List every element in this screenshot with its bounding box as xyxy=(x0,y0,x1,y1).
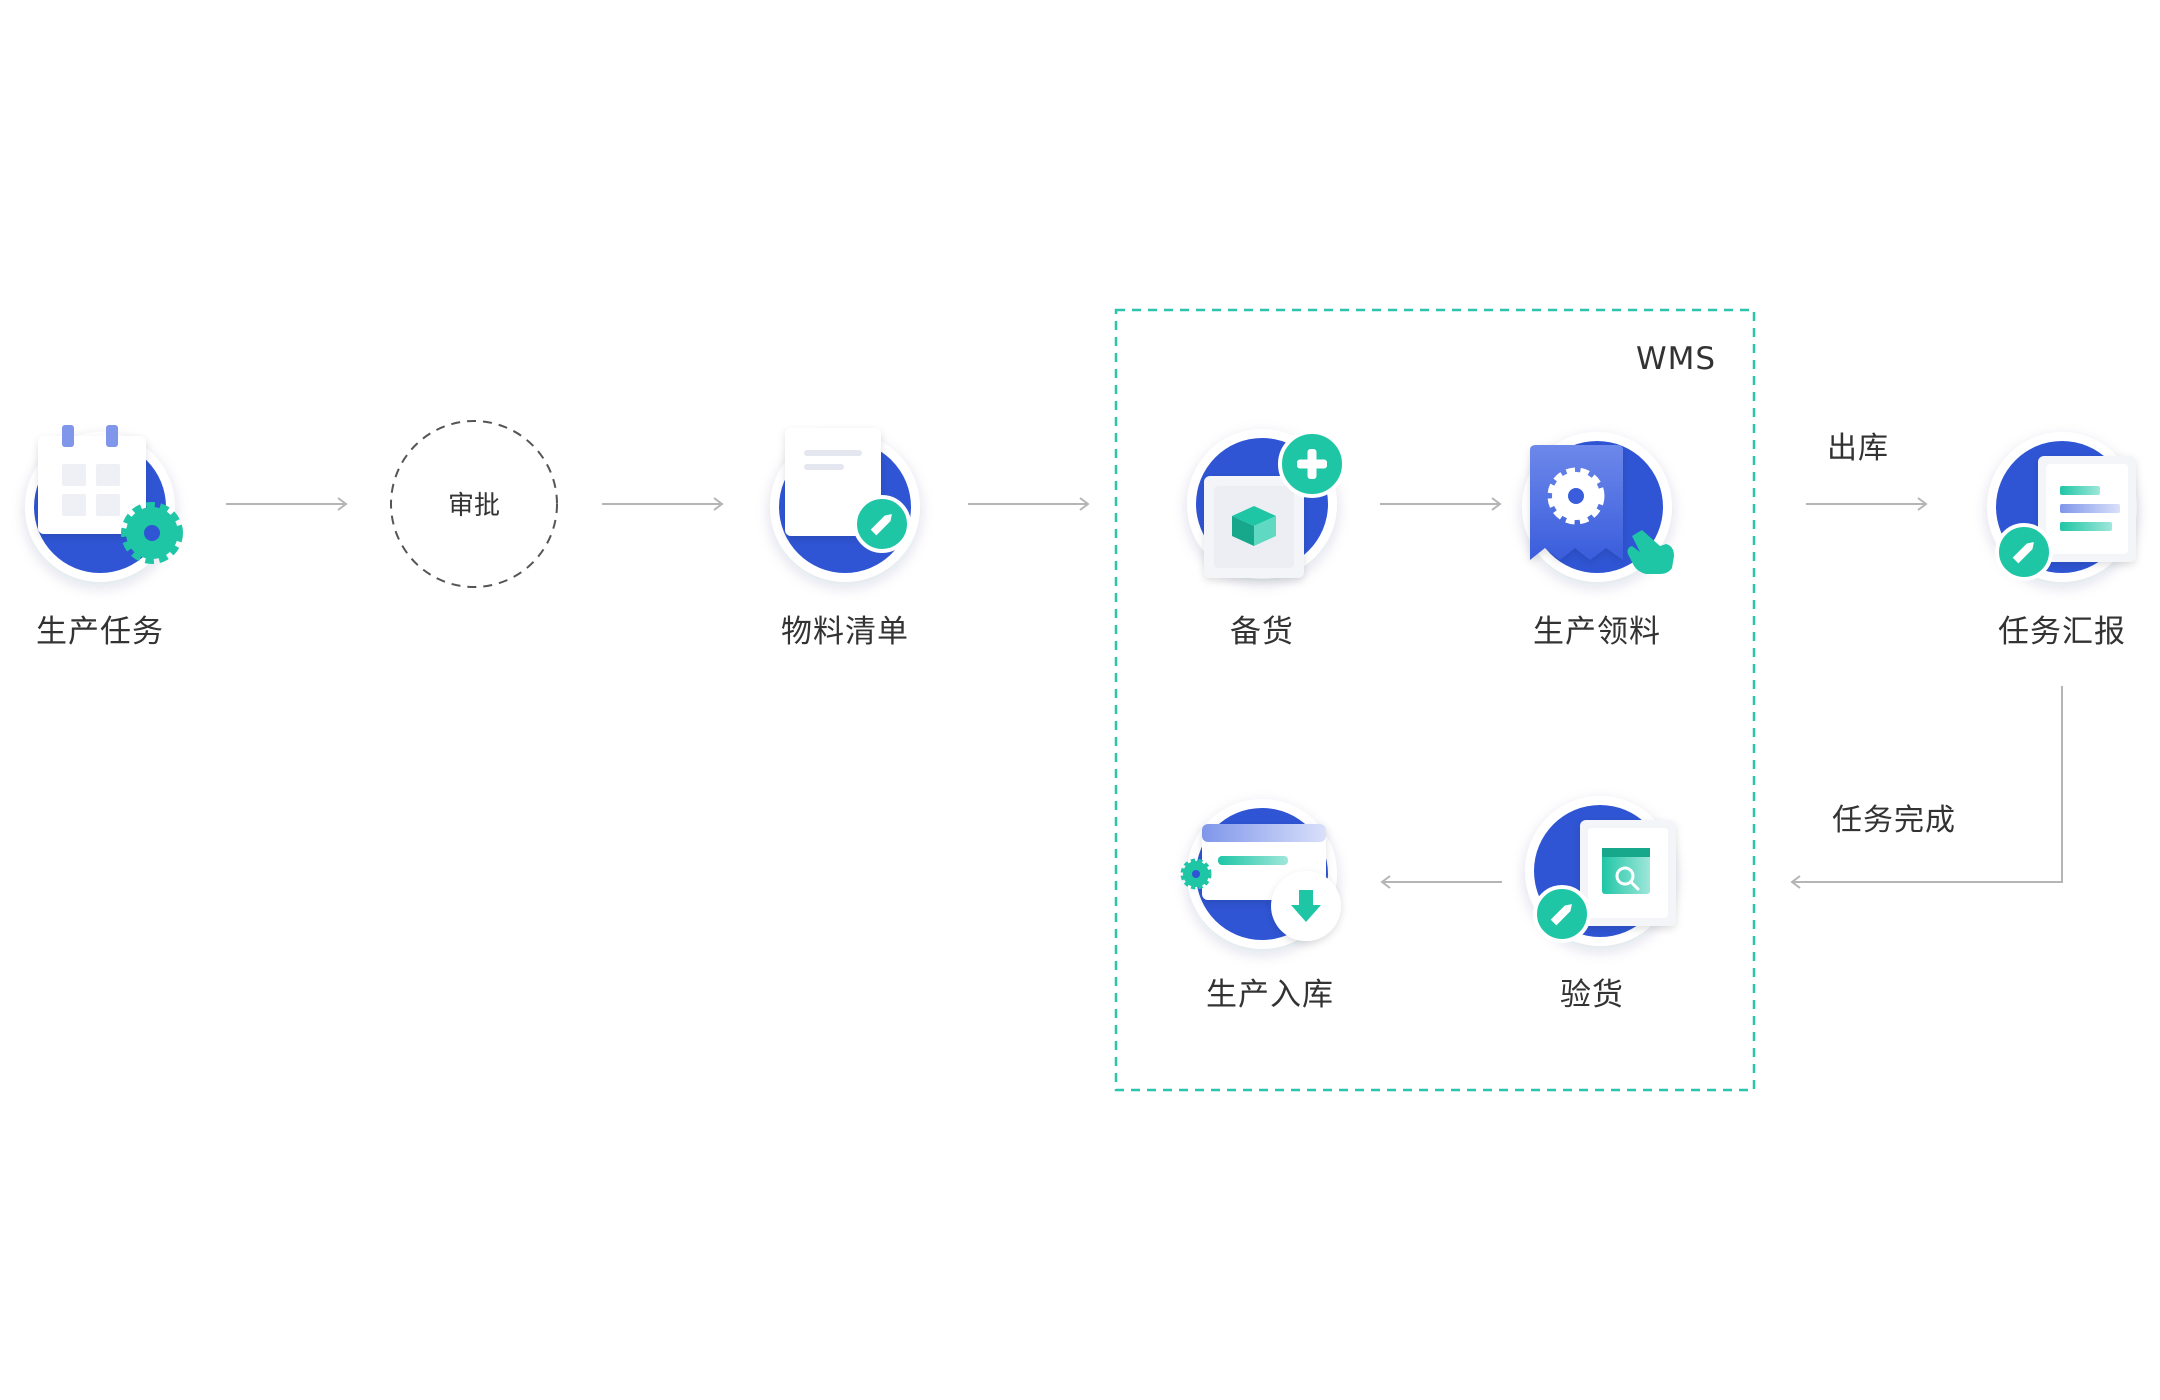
node-label-approval: 审批 xyxy=(447,491,501,521)
gear-receipt-hand-icon xyxy=(1530,445,1674,574)
node-bom xyxy=(770,428,920,582)
node-label-inspection: 验货 xyxy=(1560,977,1624,1013)
edges xyxy=(226,497,2063,889)
edge-label-task-complete: 任务完成 xyxy=(1832,803,1956,838)
edge-bom-to-stock xyxy=(968,497,1090,511)
node-inspection xyxy=(1525,796,1676,946)
node-approval xyxy=(390,420,558,588)
edge-label-outbound: 出库 xyxy=(1827,431,1889,466)
node-label-task-report: 任务汇报 xyxy=(1998,614,2126,650)
node-production-task xyxy=(25,425,183,582)
node-material-pick xyxy=(1522,432,1674,582)
document-edit-icon xyxy=(785,428,911,553)
node-label-stock-prep: 备货 xyxy=(1230,614,1294,650)
edge-stock-to-pick xyxy=(1380,497,1502,511)
edge-inspection-to-warehousing xyxy=(1380,875,1502,889)
node-label-material-pick: 生产领料 xyxy=(1533,614,1661,650)
node-warehousing xyxy=(1180,799,1341,949)
edge-report-to-inspection xyxy=(1790,686,2063,889)
node-task-report xyxy=(1987,432,2137,582)
search-edit-icon xyxy=(1533,820,1676,943)
list-edit-icon xyxy=(1995,456,2136,581)
box-plus-icon xyxy=(1204,430,1346,578)
approval-dashed-circle xyxy=(390,420,558,588)
form-download-icon xyxy=(1180,824,1341,941)
node-label-warehousing: 生产入库 xyxy=(1206,977,1334,1013)
edge-pick-to-report xyxy=(1806,497,1928,511)
edge-task-to-approval xyxy=(226,497,348,511)
node-label-production-task: 生产任务 xyxy=(36,614,164,650)
node-label-bom: 物料清单 xyxy=(781,614,909,650)
wms-region xyxy=(1114,308,1756,1092)
calendar-gear-icon xyxy=(38,425,183,564)
edge-approval-to-bom xyxy=(602,497,724,511)
node-stock-prep xyxy=(1187,429,1346,579)
wms-region-title: WMS xyxy=(1636,341,1717,377)
